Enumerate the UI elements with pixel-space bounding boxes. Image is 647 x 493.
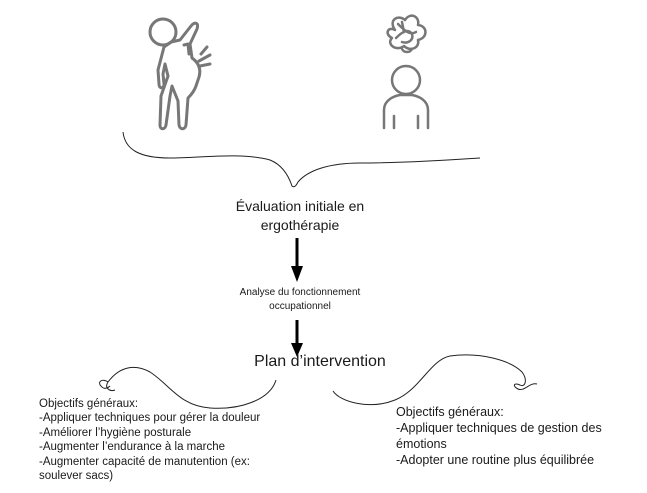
left-objectives: Objectifs généraux: -Appliquer technique… [39, 397, 339, 483]
right-objective-item: émotions [396, 437, 447, 451]
left-objective-item: -Améliorer l’hygiène posturale [39, 426, 192, 439]
right-curved-arrow [332, 354, 538, 406]
analysis-line-2: occupationnel [269, 301, 331, 312]
analysis-label: Analyse du fonctionnement occupationnel [190, 286, 410, 314]
tangled-thoughts-person-icon [382, 14, 430, 130]
left-objectives-heading: Objectifs généraux: [39, 398, 139, 410]
left-objective-item: -Augmenter l’endurance à la marche [39, 441, 226, 454]
right-objectives: Objectifs généraux: -Appliquer technique… [396, 404, 647, 468]
arrow-down-1 [291, 238, 303, 282]
evaluation-label: Évaluation initiale en ergothérapie [180, 197, 420, 235]
back-pain-person-icon [148, 17, 212, 131]
left-curved-arrow [99, 366, 277, 409]
left-objective-item: -Augmenter capacité de manutention (ex: [39, 455, 250, 468]
right-objective-item: -Adopter une routine plus équilibrée [396, 453, 595, 467]
analysis-line-1: Analyse du fonctionnement [239, 287, 361, 298]
left-objective-item: -Appliquer techniques pour gérer la doul… [39, 412, 261, 425]
grouping-brace [122, 131, 481, 188]
arrow-down-2 [291, 320, 303, 357]
plan-title: Plan d’intervention [254, 353, 386, 370]
evaluation-line-2: ergothérapie [260, 217, 340, 233]
left-objective-item: soulever sacs) [39, 470, 114, 483]
right-objectives-heading: Objectifs généraux: [396, 405, 504, 419]
right-objective-item: -Appliquer techniques de gestion des [396, 421, 602, 435]
evaluation-line-1: Évaluation initiale en [235, 198, 365, 214]
